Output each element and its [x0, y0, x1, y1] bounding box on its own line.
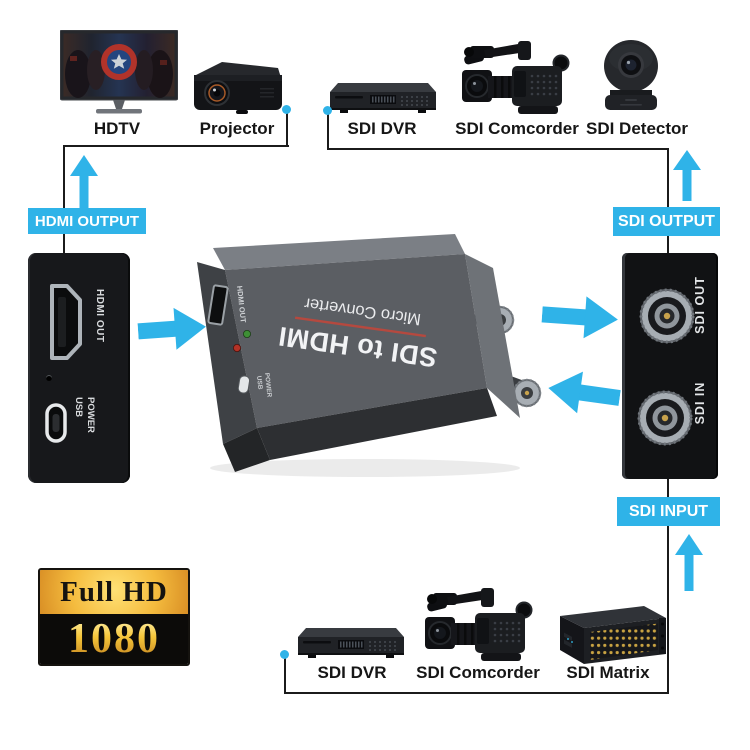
- hdmi-port-label: HDMI OUT: [94, 289, 105, 343]
- badge-1080-text: 1080: [40, 614, 188, 664]
- connector-line: [284, 692, 669, 694]
- projector-image: [194, 62, 282, 114]
- sdi-end-panel: SDI OUT SDI IN: [622, 253, 718, 479]
- connector-line: [327, 112, 329, 150]
- sdi-detector-label: SDI Detector: [585, 119, 689, 138]
- sdi-comcorder-label: SDI Comcorder: [455, 119, 579, 138]
- red-led: [233, 344, 242, 353]
- connector-line: [667, 477, 669, 694]
- connector-line: [63, 145, 65, 257]
- up-arrow-icon: [675, 534, 703, 591]
- converter-usb-port: [237, 375, 251, 394]
- sdi-dvr-image: [330, 83, 436, 113]
- connector-dot: [282, 105, 291, 114]
- sdi-detector-image: [604, 40, 658, 110]
- connector-line: [327, 148, 669, 150]
- sdi-input-label: SDI INPUT: [617, 497, 720, 526]
- connector-line: [284, 655, 286, 693]
- full-hd-1080-badge: Full HD 1080: [38, 568, 190, 666]
- green-led: [243, 330, 252, 339]
- sdi-matrix-bottom-label: SDI Matrix: [566, 663, 650, 682]
- sdi-comcorder-bottom-image: [425, 588, 533, 661]
- connector-line: [286, 110, 288, 147]
- hdmi-end-panel: HDMI OUT USB POWER: [28, 253, 130, 483]
- projector-label: Projector: [199, 119, 275, 138]
- sdi-comcorder-image: [462, 41, 570, 114]
- connector-dot: [323, 106, 332, 115]
- converter-usb-label1: USB: [255, 375, 263, 390]
- hdmi-port: [50, 284, 82, 360]
- sdi-dvr-bottom-label: SDI DVR: [317, 663, 387, 682]
- sdi-in-port-label: SDI IN: [693, 381, 707, 425]
- usb-power-label: USB POWER: [73, 397, 96, 433]
- bnc-sdi-in-port: [637, 390, 693, 446]
- converter-hdmi-label: HDMI OUT: [235, 285, 248, 323]
- hdtv-image: [60, 30, 178, 114]
- converter-hdmi-port: [207, 284, 229, 326]
- hdtv-label: HDTV: [93, 119, 141, 138]
- sdi-dvr-label: SDI DVR: [347, 119, 417, 138]
- sdi-dvr-bottom-image: [298, 628, 404, 658]
- sdi-matrix-image: [560, 606, 666, 664]
- micro-converter-image: SDI to HDMI Micro Converter HDMI OUT USB…: [197, 234, 542, 477]
- full-hd-text: Full HD: [40, 570, 188, 614]
- left-arrow-icon: [548, 371, 621, 414]
- usb-power-port: [45, 403, 67, 443]
- right-arrow-icon: [137, 307, 206, 350]
- sdi-out-port-label: SDI OUT: [693, 276, 707, 334]
- converter-usb-label2: POWER: [263, 372, 273, 397]
- connector-dot: [280, 650, 289, 659]
- hdmi-output-label: HDMI OUTPUT: [28, 208, 146, 234]
- sdi-comcorder-bottom-label: SDI Comcorder: [416, 663, 540, 682]
- led-hole: [46, 375, 52, 381]
- connector-line: [63, 145, 289, 147]
- up-arrow-icon: [70, 155, 98, 208]
- right-arrow-icon: [541, 296, 618, 339]
- bnc-sdi-out-port: [639, 288, 695, 344]
- connector-line: [667, 148, 669, 255]
- sdi-output-label: SDI OUTPUT: [613, 207, 720, 236]
- up-arrow-icon: [673, 150, 701, 201]
